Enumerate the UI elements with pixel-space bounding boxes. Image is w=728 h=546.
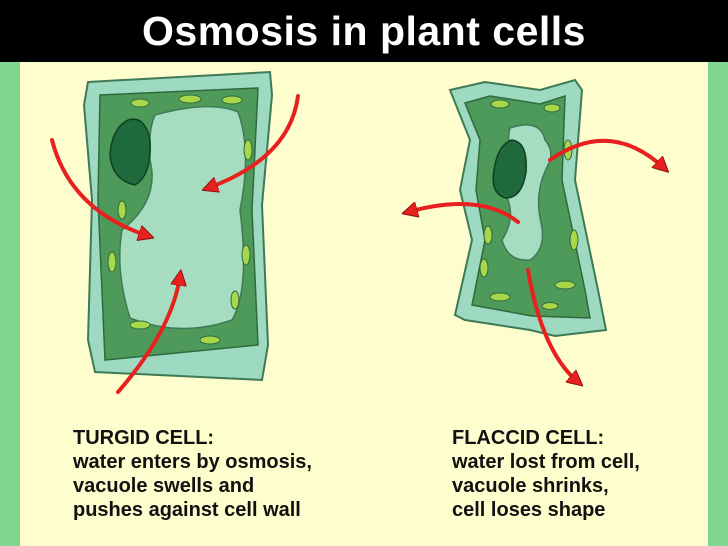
turgid-arrows xyxy=(50,94,300,394)
flaccid-nucleus xyxy=(492,139,527,199)
chloroplast xyxy=(479,258,489,278)
arrow-into-cell-left xyxy=(50,138,148,236)
turgid-vacuole xyxy=(119,105,247,330)
arrow-into-cell-right xyxy=(208,94,300,188)
chloroplast xyxy=(129,320,151,330)
chloroplast xyxy=(543,103,561,113)
turgid-cell xyxy=(50,70,300,394)
arrow-out-of-cell-bottom xyxy=(526,268,578,382)
chloroplast xyxy=(178,94,202,104)
chloroplast xyxy=(554,280,576,290)
slide-title: Osmosis in plant cells xyxy=(142,8,586,54)
chloroplast xyxy=(569,229,579,251)
flaccid-caption-line: cell loses shape xyxy=(452,499,606,521)
chloroplast xyxy=(230,290,240,310)
chloroplast xyxy=(221,95,243,105)
chloroplast xyxy=(130,98,150,108)
flaccid-caption-heading: FLACCID CELL: xyxy=(452,427,605,449)
title-bar: Osmosis in plant cells xyxy=(0,0,728,62)
flaccid-caption-line: water lost from cell, xyxy=(452,451,640,473)
flaccid-caption-line: vacuole shrinks, xyxy=(452,475,609,497)
chloroplast xyxy=(541,302,559,310)
left-border-strip xyxy=(0,62,20,546)
turgid-caption-heading: TURGID CELL: xyxy=(73,427,215,449)
turgid-caption-line: vacuole swells and xyxy=(73,475,255,497)
turgid-cell-caption: TURGID CELL: water enters by osmosis, va… xyxy=(73,426,312,522)
flaccid-cell xyxy=(408,78,664,382)
flaccid-arrows xyxy=(408,138,664,382)
chloroplast xyxy=(490,99,510,109)
chloroplast xyxy=(199,335,221,345)
turgid-chloroplasts xyxy=(107,94,253,345)
arrow-into-cell-bottom xyxy=(116,276,180,394)
turgid-nucleus xyxy=(109,118,151,186)
flaccid-cell-caption: FLACCID CELL: water lost from cell, vacu… xyxy=(452,426,640,522)
arrow-out-of-cell-right xyxy=(548,138,664,168)
turgid-caption-line: water enters by osmosis, xyxy=(73,451,312,473)
turgid-caption-line: pushes against cell wall xyxy=(73,499,301,521)
arrow-out-of-cell-left xyxy=(408,204,520,224)
chloroplast xyxy=(483,225,493,245)
chloroplast xyxy=(107,251,117,273)
right-border-strip xyxy=(708,62,728,546)
chloroplast xyxy=(243,139,253,161)
chloroplast xyxy=(489,292,511,302)
chloroplast xyxy=(117,200,127,220)
chloroplast xyxy=(241,244,251,266)
